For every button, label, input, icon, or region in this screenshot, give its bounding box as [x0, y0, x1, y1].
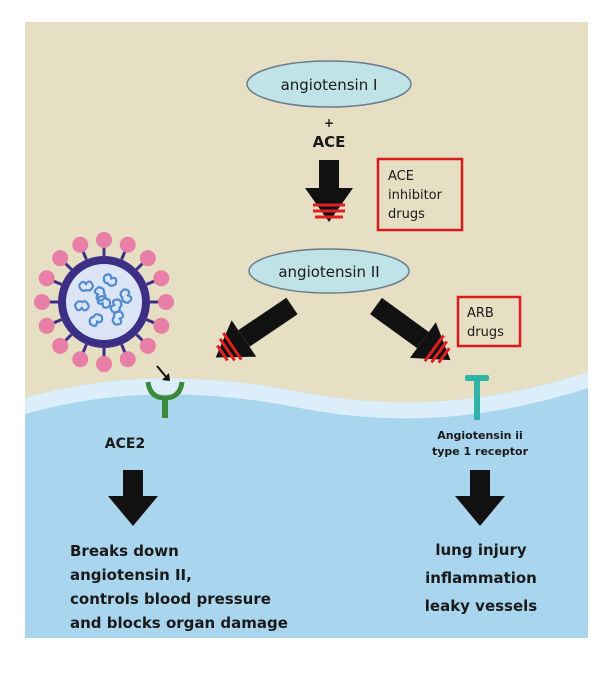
- virus-spike-head: [52, 337, 69, 354]
- virus-spike-head: [139, 337, 156, 354]
- virus-rna-strand: [73, 300, 91, 312]
- ace2-outcome-line3: controls blood pressure: [70, 590, 271, 608]
- at1-outcome-line1: lung injury: [435, 541, 526, 559]
- arb-line2: drugs: [467, 325, 504, 340]
- left-diagonal-arrow: [215, 297, 298, 362]
- at1-label-line2: type 1 receptor: [432, 445, 529, 458]
- ace2-outcome-line4: and blocks organ damage: [70, 614, 288, 632]
- virus-binding-arrow: [156, 365, 170, 381]
- ace-inhibitor-line2: inhibitor: [388, 188, 443, 203]
- virus-rna-strand: [96, 294, 112, 309]
- ace-inhibitor-line1: ACE: [388, 169, 414, 184]
- virus-rna-strand: [77, 280, 95, 292]
- virus-spike-head: [139, 250, 156, 267]
- ace-inhibitor-blocker: [313, 203, 345, 219]
- virus-spike-head: [153, 317, 170, 334]
- virus-spike-head: [119, 236, 136, 253]
- virus-spike-head: [52, 250, 69, 267]
- arb-line1: ARB: [467, 306, 494, 321]
- angiotensin-one-label: angiotensin I: [281, 76, 378, 94]
- virus-rna-strand: [88, 313, 104, 327]
- virus-spike-head: [96, 356, 112, 372]
- bottom-region: [25, 372, 588, 638]
- virus-spike-head: [72, 236, 89, 253]
- angiotensin-one-oval: [246, 60, 412, 108]
- ace2-outcome-line1: Breaks down: [70, 542, 179, 560]
- virus-spike-head: [119, 351, 136, 368]
- angiotensin-two-oval: [248, 248, 410, 294]
- left-outcome-arrow: [108, 470, 158, 526]
- plus-sign: +: [324, 116, 334, 130]
- at1-outcome-line2: inflammation: [425, 569, 537, 587]
- virus-rna-strand: [109, 298, 123, 314]
- at1-label-line1: Angiotensin ii: [437, 429, 523, 442]
- arb-box: [456, 295, 522, 348]
- ace2-label: ACE2: [105, 436, 145, 452]
- at1-receptor-icon: [465, 375, 489, 420]
- ace-label: ACE: [313, 133, 346, 151]
- virus-spike-head: [153, 270, 170, 287]
- right-diagonal-arrow: [370, 297, 451, 364]
- ace-inhibitor-line3: drugs: [388, 207, 425, 222]
- virus-rna-strand: [119, 288, 133, 304]
- at1-outcome-line3: leaky vessels: [425, 597, 538, 615]
- right-outcome-arrow: [455, 470, 505, 526]
- virus-spike-head: [34, 294, 50, 310]
- virus-spike-head: [72, 351, 89, 368]
- ace2-receptor-icon: [145, 381, 185, 418]
- virus-spike-head: [96, 232, 112, 248]
- virus-rna-strand: [111, 310, 125, 326]
- angiotensin-two-label: angiotensin II: [278, 263, 379, 281]
- ace-inhibitor-box: [376, 157, 464, 232]
- coronavirus-icon: [34, 232, 174, 372]
- virus-rna-strand: [93, 285, 107, 302]
- ace2-outcome-line2: angiotensin II,: [70, 566, 192, 584]
- membrane-band: [25, 372, 588, 419]
- virus-spike-head: [38, 317, 55, 334]
- virus-spike-head: [158, 294, 174, 310]
- virus-rna-strand: [102, 273, 118, 287]
- virus-spike-head: [38, 270, 55, 287]
